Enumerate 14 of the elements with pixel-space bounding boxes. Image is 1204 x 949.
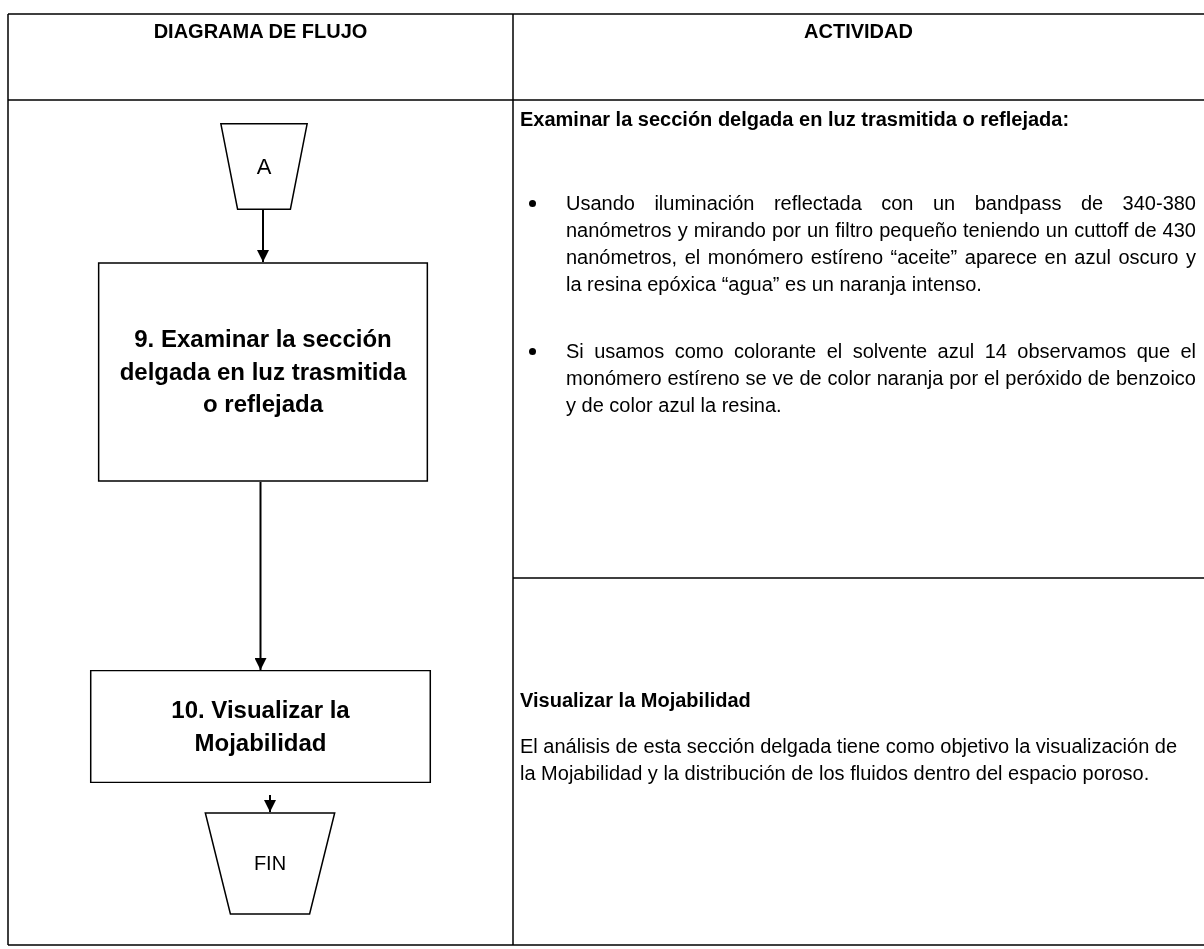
- section-heading: Visualizar la Mojabilidad: [520, 688, 752, 713]
- process-box: 9. Examinar la sección delgada en luz trasmitida o reflejada: [97, 262, 429, 482]
- bullet-text: Si usamos como colorante el solvente azul 14 observamos que el monómero estíreno se ve de color naranja por el peróxido de benzoico y de color azul la resina.: [566, 339, 1196, 418]
- paragraph: El análisis de esta sección delgada tiene como objetivo la visualización de la Mojabilidad y la distribución de los fluidos dentro del espacio poroso.: [520, 734, 1179, 786]
- arrow: [264, 794, 276, 813]
- off-page-connector: FIN: [204, 812, 336, 915]
- process-box: 10. Visualizar la Mojabilidad: [89, 670, 432, 783]
- section-heading: Examinar la sección delgada en luz trasmitida o reflejada:: [520, 107, 1071, 132]
- arrow: [257, 209, 269, 263]
- bullet-text: Usando iluminación reflectada con un bandpass de 340-380 nanómetros y mirando por un filtro pequeño teniendo un cuttoff de 430 nanómetros, el monómero estíreno “aceite” aparece en azul oscuro y la resina epóxica “agua” es un naranja intenso.: [566, 191, 1196, 297]
- off-page-connector: A: [220, 123, 308, 210]
- column-header: DIAGRAMA DE FLUJO: [152, 19, 369, 44]
- column-header: ACTIVIDAD: [803, 19, 914, 44]
- arrow: [254, 481, 267, 671]
